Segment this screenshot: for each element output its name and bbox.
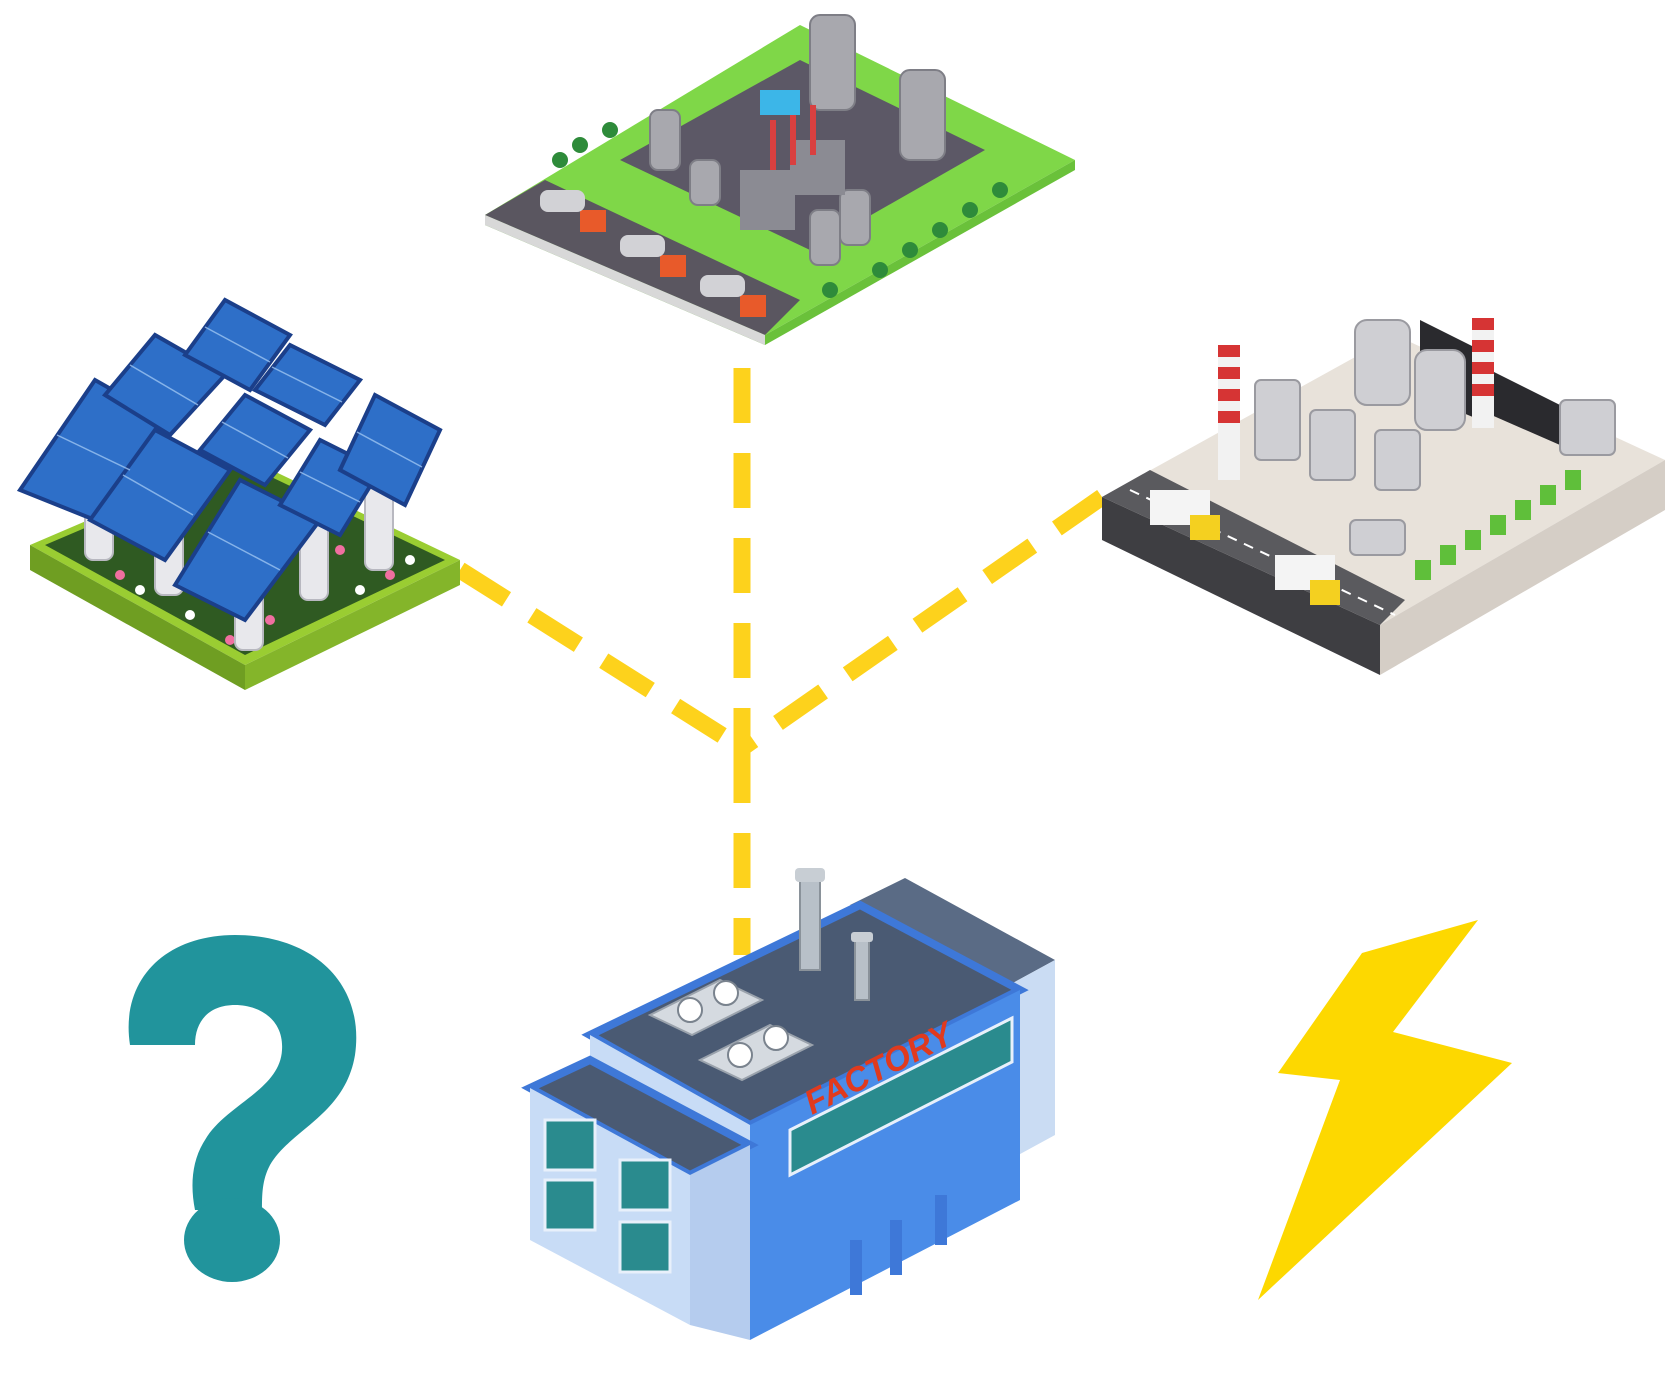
factory-icon: FACTORY bbox=[521, 868, 1055, 1340]
connector-lines bbox=[455, 368, 1107, 955]
lightning-icon bbox=[1258, 920, 1512, 1300]
connector-power-plant bbox=[737, 490, 1107, 755]
question-mark-icon bbox=[128, 935, 357, 1282]
solar-farm-icon bbox=[16, 297, 460, 690]
refinery-icon bbox=[485, 14, 1075, 345]
connector-solar bbox=[455, 562, 747, 756]
power-plant-icon bbox=[1102, 318, 1665, 675]
